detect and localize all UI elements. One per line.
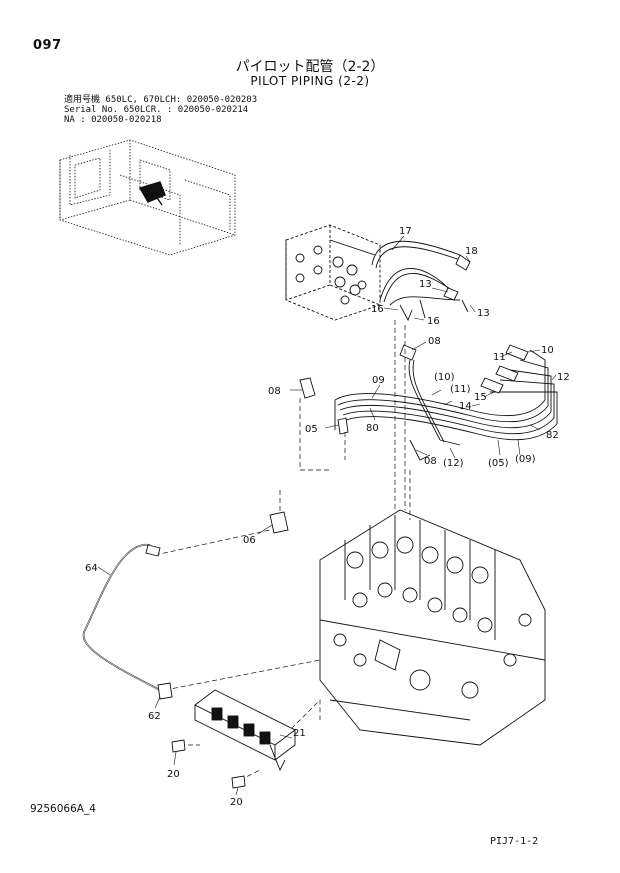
callout-21: 21 <box>293 728 306 739</box>
upper-hoses <box>371 240 471 322</box>
callout-08-lower: 08 <box>424 456 437 467</box>
page-title-english: PILOT PIPING (2-2) <box>250 74 370 88</box>
callout-labels: 17 18 13 13 16 16 08 10 11 12 15 14 (10)… <box>85 226 570 808</box>
callout-20-upper: 20 <box>167 769 180 780</box>
callout-15: 15 <box>474 392 487 403</box>
callout-10: 10 <box>541 345 554 356</box>
middle-hose-bundle <box>334 344 558 461</box>
callout-62: 62 <box>148 711 161 722</box>
page-number: 097 <box>33 38 62 53</box>
callout-17: 17 <box>399 226 412 237</box>
page-title-japanese: パイロット配管（2-2） <box>235 59 385 75</box>
callout-20-lower: 20 <box>230 797 243 808</box>
callout-14: 14 <box>459 401 472 412</box>
callout-80: 80 <box>366 423 379 434</box>
dashed-connection-lines <box>154 320 411 781</box>
callout-09: 09 <box>372 375 385 386</box>
machine-overview-thumbnail <box>59 139 236 256</box>
bolt-20-upper <box>171 739 186 753</box>
drawing-code: 9256066A_4 <box>30 803 96 815</box>
tee-fitting-06 <box>269 511 289 534</box>
serial-line-3: NA : 020050-020218 <box>64 115 162 125</box>
callout-13-lower: 13 <box>477 308 490 319</box>
serial-line-2: Serial No. 650LCR. : 020050-020214 <box>64 105 249 115</box>
left-fittings <box>299 377 349 435</box>
serial-line-1: 適用号機 650LC, 670LCH: 020050-020203 <box>64 95 258 105</box>
callout-08-upper: 08 <box>428 336 441 347</box>
page-code: PIJ7-1-2 <box>490 836 539 847</box>
callout-16-left: 16 <box>371 304 384 315</box>
callout-09-paren: (09) <box>515 454 536 465</box>
callout-11: 11 <box>493 352 506 363</box>
main-control-valve <box>319 509 546 746</box>
pilot-valve-block <box>285 224 381 321</box>
callout-05-paren: (05) <box>488 458 509 469</box>
pipe-64 <box>82 544 161 691</box>
solenoid-valve-21 <box>194 689 296 772</box>
bolt-20-lower <box>231 775 246 789</box>
callout-12-paren: (12) <box>443 458 464 469</box>
callout-12: 12 <box>557 372 570 383</box>
highlighted-part-thumbnail <box>138 181 166 206</box>
callout-13-upper: 13 <box>419 279 432 290</box>
elbow-fitting-62 <box>157 682 173 700</box>
callout-08-left: 08 <box>268 386 281 397</box>
callout-10-paren: (10) <box>434 372 455 383</box>
callout-82: 82 <box>546 430 559 441</box>
callout-05: 05 <box>305 424 318 435</box>
callout-18: 18 <box>465 246 478 257</box>
callout-16-right: 16 <box>427 316 440 327</box>
callout-11-paren: (11) <box>450 384 471 395</box>
leader-lines <box>97 235 557 796</box>
callout-06: 06 <box>243 535 256 546</box>
callout-64: 64 <box>85 563 98 574</box>
